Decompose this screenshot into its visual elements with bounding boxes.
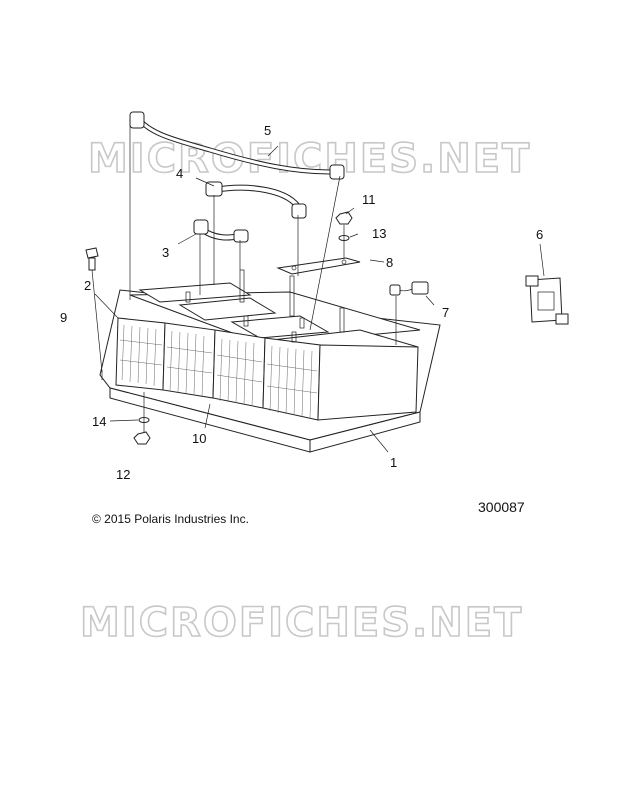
callout-6: 6	[536, 227, 543, 242]
leader-lines	[91, 120, 545, 453]
nut-12	[133, 431, 151, 445]
callout-13: 13	[372, 226, 386, 241]
battery-modules	[115, 269, 421, 421]
callout-3: 3	[162, 245, 169, 260]
callout-12: 12	[116, 467, 130, 482]
screw-9	[85, 247, 99, 271]
callout-2: 2	[84, 278, 91, 293]
callout-4: 4	[176, 166, 183, 181]
cable-4	[205, 181, 307, 219]
connector-7	[389, 281, 429, 296]
watermark-top: MICROFICHES.NET	[88, 136, 531, 182]
callout-11: 11	[362, 192, 376, 207]
callout-10: 10	[192, 431, 206, 446]
nut-11	[335, 211, 353, 225]
callout-7: 7	[442, 305, 449, 320]
module-6	[525, 275, 569, 325]
bus-bar	[276, 257, 361, 275]
callout-14: 14	[92, 414, 106, 429]
callout-9: 9	[60, 310, 67, 325]
watermark-bottom: MICROFICHES.NET	[80, 600, 523, 646]
cable-5	[129, 111, 345, 180]
callout-5: 5	[264, 123, 271, 138]
diagram-number: 300087	[478, 499, 525, 515]
copyright-notice: © 2015 Polaris Industries Inc.	[92, 512, 249, 526]
callout-1: 1	[390, 455, 397, 470]
callout-8: 8	[386, 255, 393, 270]
cable-3	[193, 219, 249, 243]
